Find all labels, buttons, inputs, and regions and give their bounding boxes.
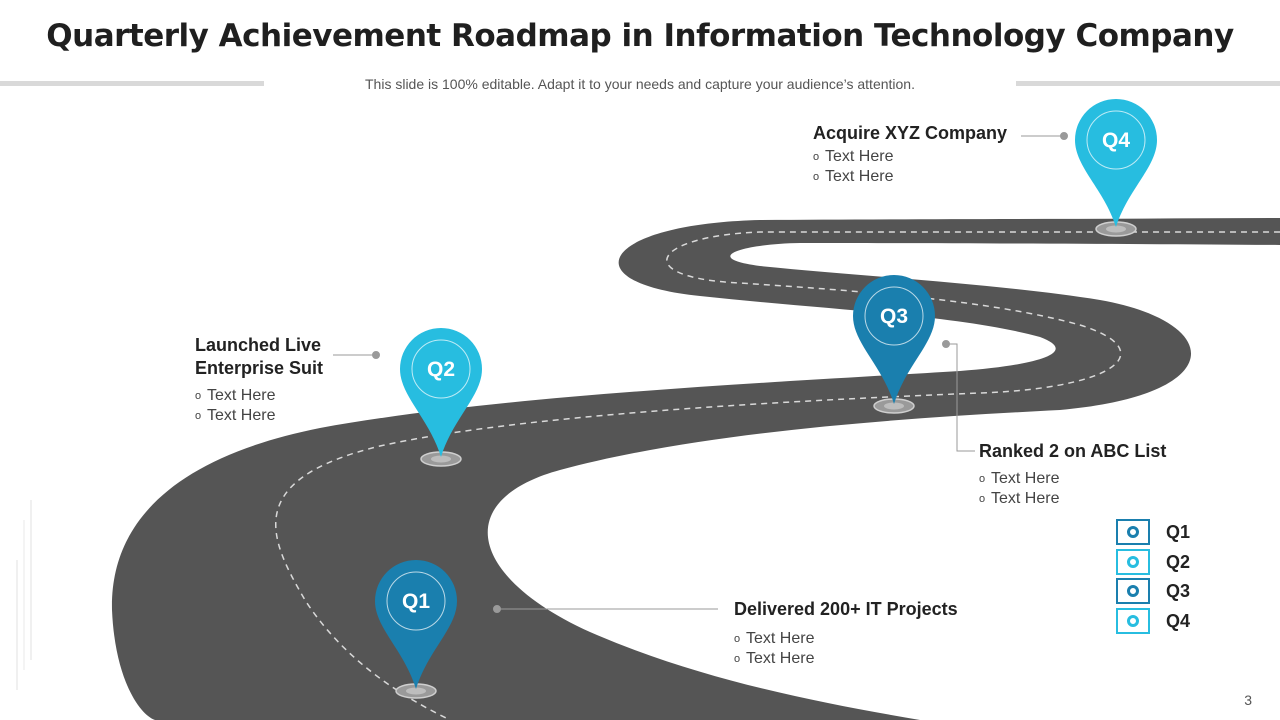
milestone-q2-heading-line1: Launched Live — [195, 335, 322, 355]
pin-q3-label: Q3 — [880, 305, 908, 328]
pin-q1-label: Q1 — [402, 590, 430, 613]
slide-subtitle: This slide is 100% editable. Adapt it to… — [365, 76, 915, 92]
legend-label-q3: Q3 — [1166, 581, 1191, 601]
pin-base-q2 — [420, 451, 462, 467]
legend-label-q2: Q2 — [1166, 551, 1191, 572]
milestone-q4-heading: Acquire XYZ Company — [813, 123, 1008, 143]
legend-label-q1: Q1 — [1166, 522, 1191, 542]
pin-q2-label: Q2 — [427, 358, 455, 381]
milestone-q2-heading-line2: Enterprise Suit — [195, 358, 324, 378]
legend-swatch-q3 — [1116, 578, 1150, 604]
pin-q1: Q1 — [375, 560, 457, 689]
connector-q2 — [333, 351, 380, 359]
slide-title: Quarterly Achievement Roadmap in Informa… — [46, 18, 1234, 54]
pin-base-q1 — [395, 683, 437, 699]
road-center-line — [275, 231, 1280, 720]
title-divider-right — [1016, 81, 1280, 86]
pin-q4: Q4 — [1075, 99, 1157, 227]
page-number: 3 — [1244, 692, 1252, 708]
legend-swatch-q1 — [1116, 519, 1150, 545]
milestone-q1-heading: Delivered 200+ IT Projects — [734, 599, 958, 619]
title-divider-left — [0, 81, 264, 86]
legend-swatch-q2 — [1116, 548, 1150, 575]
pin-q2: Q2 — [400, 328, 482, 457]
legend-label-q4: Q4 — [1166, 610, 1191, 631]
connector-q4 — [1021, 132, 1068, 140]
milestone-q3-heading: Ranked 2 on ABC List — [979, 441, 1167, 461]
legend-swatch-q4 — [1116, 607, 1150, 634]
pin-q3: Q3 — [853, 275, 935, 404]
connector-q1 — [493, 605, 718, 613]
pin-q4-label: Q4 — [1102, 129, 1130, 152]
connector-q3 — [942, 340, 975, 452]
